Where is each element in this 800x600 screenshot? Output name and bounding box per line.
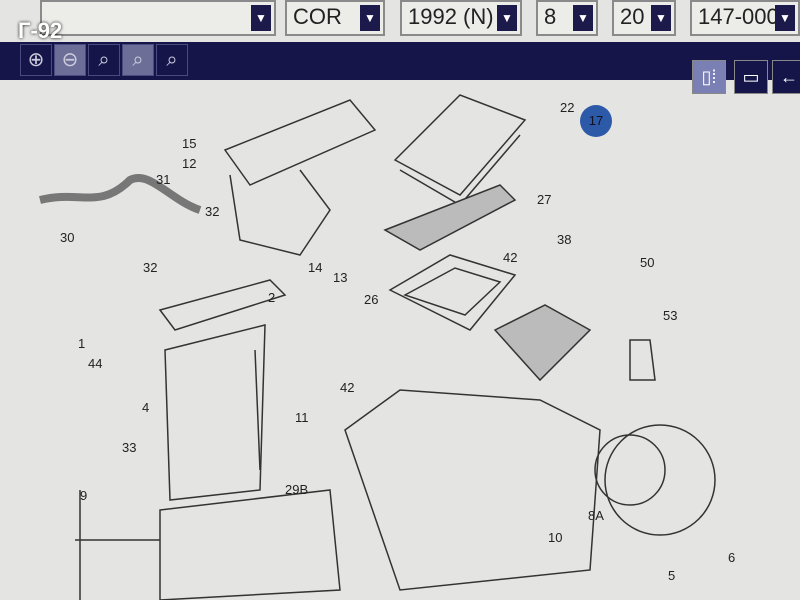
chevron-down-icon[interactable]: ▼ xyxy=(360,5,380,31)
parts-diagram: 15 12 31 32 30 32 14 13 2 1 44 4 11 33 9… xyxy=(0,90,800,600)
diagram-drawing xyxy=(39,94,716,600)
callout[interactable]: 9 xyxy=(80,488,88,503)
callout[interactable]: 6 xyxy=(728,550,736,565)
chevron-down-icon[interactable]: ▼ xyxy=(651,5,671,31)
callout[interactable]: 44 xyxy=(88,356,103,371)
callout[interactable]: 27 xyxy=(537,192,552,207)
callout[interactable]: 22 xyxy=(560,100,575,115)
callout[interactable]: 13 xyxy=(333,270,348,285)
callout[interactable]: 30 xyxy=(60,230,75,245)
callout[interactable]: 32 xyxy=(205,204,220,219)
zoom-out-icon[interactable]: ⊖ xyxy=(54,44,86,76)
selector-year[interactable]: 1992 (N)▼ xyxy=(400,0,522,36)
chevron-down-icon[interactable]: ▼ xyxy=(497,5,517,31)
callout[interactable]: 26 xyxy=(364,292,379,307)
callout[interactable]: 10 xyxy=(548,530,563,545)
selector-model[interactable]: ▼ xyxy=(40,0,276,36)
layout-icon[interactable]: ▭ xyxy=(734,60,768,94)
toolbar xyxy=(0,42,800,80)
chevron-down-icon[interactable]: ▼ xyxy=(775,5,795,31)
selector-sub-group[interactable]: 20▼ xyxy=(612,0,676,36)
callout[interactable]: 31 xyxy=(156,172,171,187)
zoom-in-icon[interactable]: ⊕ xyxy=(20,44,52,76)
zoom-100-icon[interactable]: ⌕ xyxy=(122,44,154,76)
callout[interactable]: 53 xyxy=(663,308,678,323)
callout[interactable]: 1 xyxy=(78,336,86,351)
callout[interactable]: 32 xyxy=(143,260,158,275)
selector-main-group[interactable]: 8▼ xyxy=(536,0,598,36)
callout[interactable]: 8A xyxy=(588,508,604,523)
callout[interactable]: 11 xyxy=(295,410,309,425)
callout[interactable]: 38 xyxy=(557,232,572,247)
back-arrow-icon[interactable]: ← xyxy=(772,60,800,94)
selector-market[interactable]: COR▼ xyxy=(285,0,385,36)
callout[interactable]: 2 xyxy=(268,290,276,305)
callout[interactable]: 15 xyxy=(182,136,197,151)
callout[interactable]: 42 xyxy=(503,250,518,265)
chevron-down-icon[interactable]: ▼ xyxy=(251,5,271,31)
chevron-down-icon[interactable]: ▼ xyxy=(573,5,593,31)
callout[interactable]: 4 xyxy=(142,400,150,415)
callout[interactable]: 33 xyxy=(122,440,137,455)
callout-badge[interactable]: 17 xyxy=(580,105,612,137)
callout[interactable]: 14 xyxy=(308,260,323,275)
callout[interactable]: 12 xyxy=(182,156,197,171)
overlay-tag: Г-92 xyxy=(18,18,63,43)
selector-illustration[interactable]: 147-000▼ xyxy=(690,0,800,36)
callout[interactable]: 42 xyxy=(340,380,355,395)
callout[interactable]: 29B xyxy=(285,482,309,497)
callout[interactable]: 5 xyxy=(668,568,676,583)
split-view-icon[interactable]: ▯⁞ xyxy=(692,60,726,94)
callout[interactable]: 50 xyxy=(640,255,655,270)
zoom-area-icon[interactable]: ⌕ xyxy=(88,44,120,76)
zoom-fit-icon[interactable]: ⌕ xyxy=(156,44,188,76)
